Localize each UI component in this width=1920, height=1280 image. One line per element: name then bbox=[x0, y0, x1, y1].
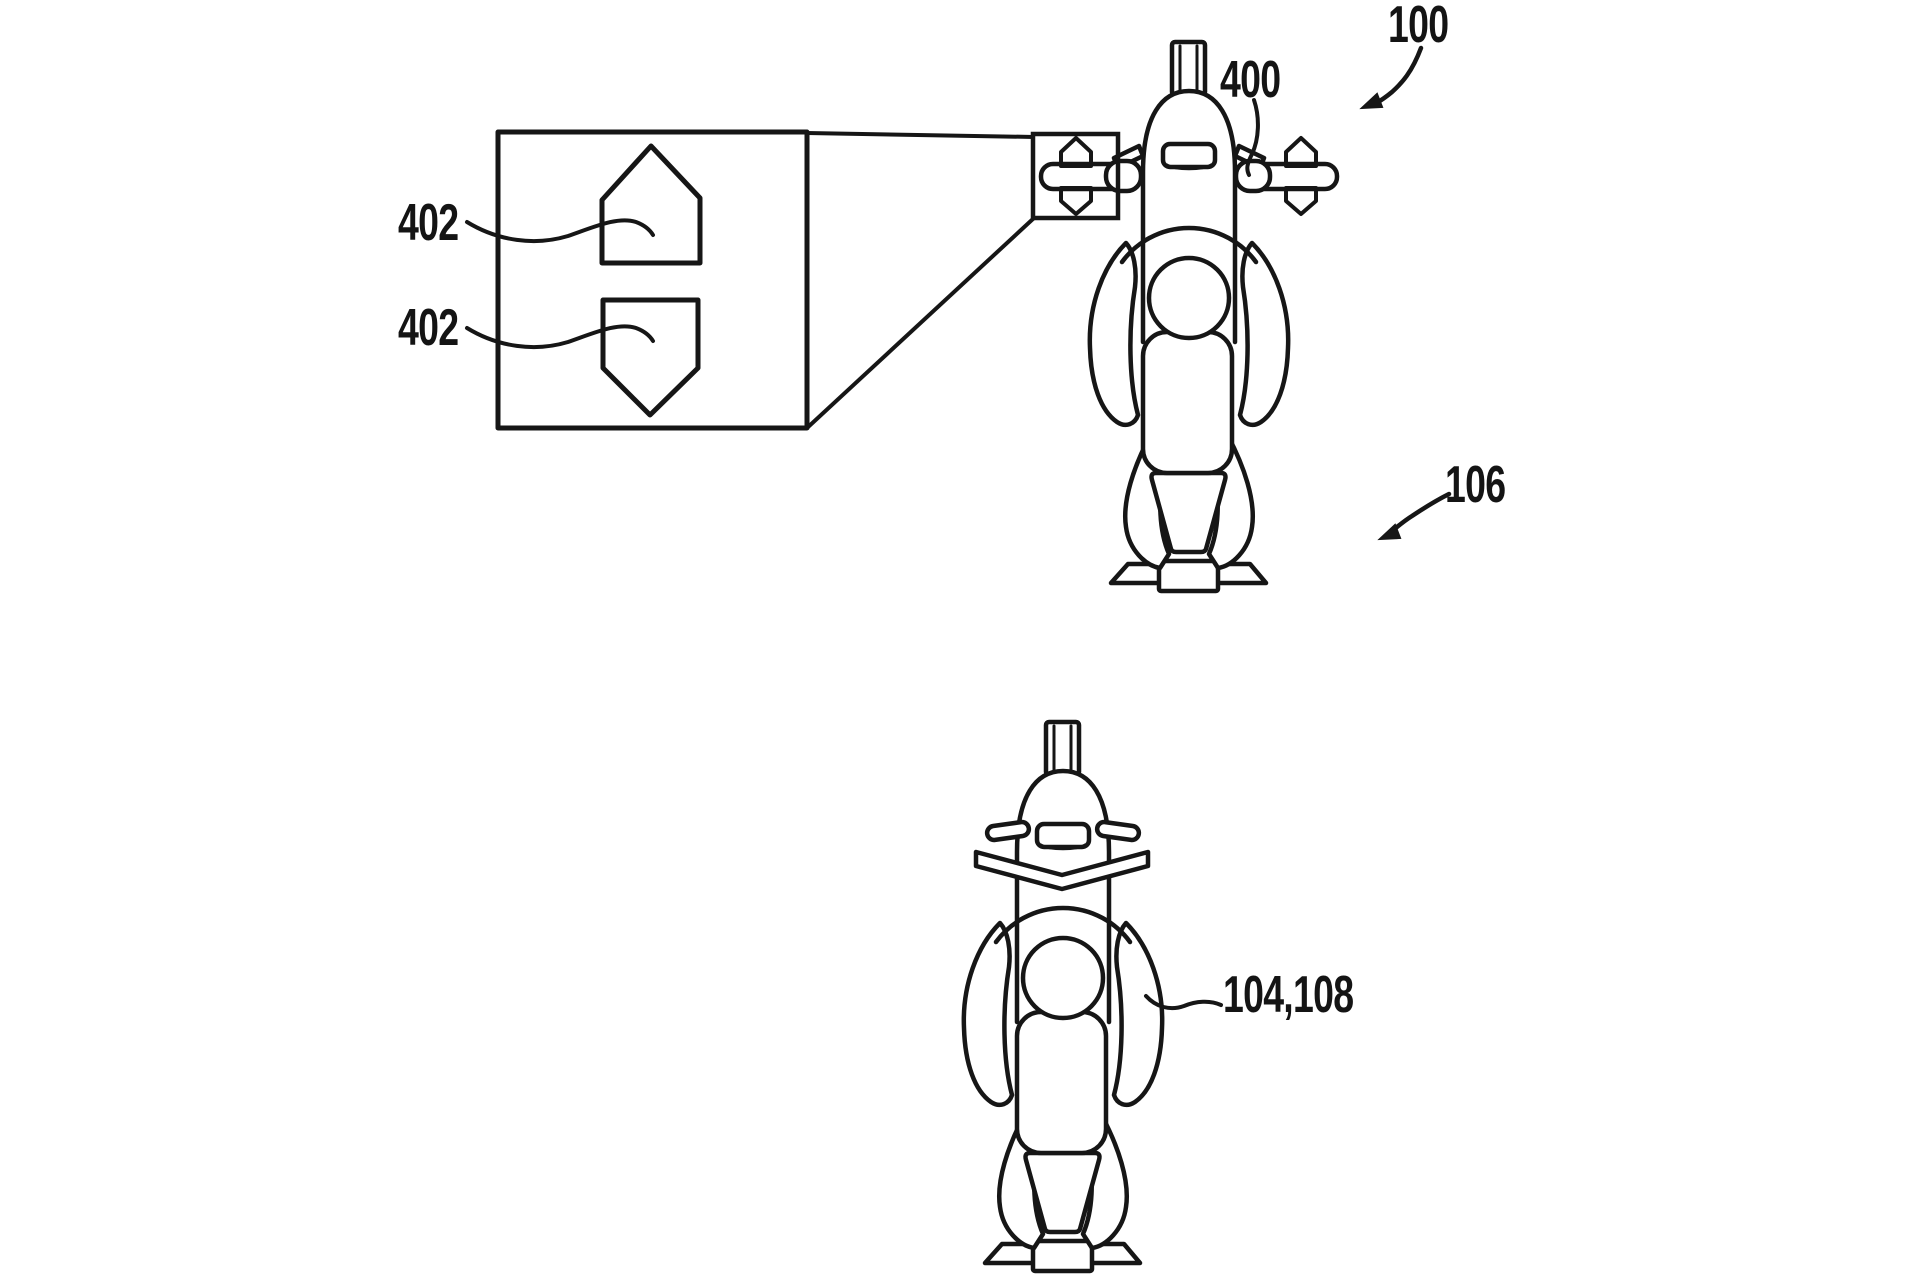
right-mirror bbox=[1094, 819, 1142, 843]
projection-lines bbox=[805, 131, 1036, 430]
right-switch-down-arrow-icon bbox=[1284, 186, 1318, 216]
left-switch-down-arrow-icon bbox=[1059, 186, 1093, 216]
reference-label-402-top: 402 bbox=[398, 194, 459, 252]
arrow-100-head bbox=[1359, 92, 1384, 110]
leader-402-top bbox=[465, 218, 655, 244]
detail-callout-box bbox=[495, 129, 810, 431]
leader-lines bbox=[465, 98, 1260, 1011]
reference-label-106: 106 bbox=[1445, 456, 1506, 514]
leader-402-bottom bbox=[465, 324, 655, 350]
up-arrow-switch-icon bbox=[599, 143, 703, 266]
motorcycle-bottom bbox=[964, 722, 1162, 1271]
arrow-106-shaft bbox=[1389, 491, 1452, 534]
callout-frame bbox=[495, 129, 810, 431]
reference-label-104-108: 104,108 bbox=[1223, 966, 1354, 1024]
reference-label-402-bottom: 402 bbox=[398, 299, 459, 357]
motorcycle-bottom-body bbox=[964, 722, 1162, 1271]
right-switch-up-arrow-icon bbox=[1284, 136, 1318, 168]
down-arrow-switch-icon bbox=[600, 297, 701, 418]
handlebar-chevron bbox=[973, 849, 1151, 892]
arrow-106-head bbox=[1377, 523, 1402, 541]
reference-label-100: 100 bbox=[1388, 0, 1449, 54]
right-grip-end bbox=[1233, 158, 1273, 194]
leader-104-108 bbox=[1144, 994, 1223, 1011]
left-switch-up-arrow-icon bbox=[1059, 136, 1093, 168]
reference-arrows bbox=[1359, 45, 1452, 541]
arrow-100-shaft bbox=[1372, 45, 1424, 107]
motorcycle-top bbox=[1030, 42, 1340, 591]
leader-400 bbox=[1245, 98, 1260, 177]
left-mirror bbox=[984, 819, 1032, 843]
projection-line-diagonal bbox=[805, 216, 1036, 430]
left-grip-end bbox=[1103, 158, 1144, 194]
projection-line-top bbox=[806, 131, 1035, 139]
detail-source-rect bbox=[1030, 131, 1121, 221]
reference-label-400: 400 bbox=[1220, 51, 1281, 109]
